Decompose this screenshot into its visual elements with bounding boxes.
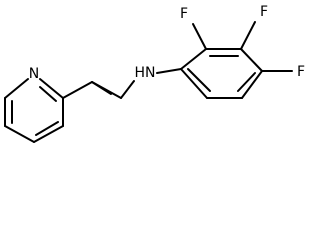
- aryl-bond-c6-c1: [180, 68, 208, 99]
- chemical-structure-diagram: N HN F F F: [4, 4, 305, 143]
- aryl-bond-c4-c5-inner: [237, 72, 256, 92]
- linker-bond-ring-ch2: [62, 81, 93, 99]
- amine-label: HN: [135, 65, 156, 81]
- pyridine-bond-c4-c5-inner: [35, 121, 59, 136]
- aryl-bond-c6-c1-inner: [187, 68, 211, 92]
- pyridine-ring: N: [4, 66, 64, 143]
- amine-group: HN: [120, 65, 182, 99]
- pyridine-bond-c6-n: [39, 78, 64, 99]
- pyridine-nitrogen-label: N: [29, 66, 39, 82]
- aryl-bond-c1-c2: [180, 48, 207, 70]
- fluorine-4-label: F: [297, 64, 305, 80]
- fluorine-3-bond: [240, 21, 256, 50]
- fluorine-2-bond: [192, 23, 207, 50]
- pyridine-bond-n-c2: [4, 78, 29, 99]
- aryl-bond-c3-c4: [240, 48, 263, 72]
- pyridine-bond-c6-n-inner: [39, 86, 57, 102]
- amine-bond-ch2: [120, 80, 135, 99]
- fluorine-2-label: F: [180, 6, 188, 22]
- pyridine-bond-c4-c5: [33, 125, 64, 143]
- fluorine-3-label: F: [260, 4, 268, 20]
- methylene-linker: [62, 81, 122, 99]
- aryl-bond-c4-c5: [241, 70, 263, 99]
- linker-bond-ch2-nh-2: [91, 81, 122, 99]
- pyridine-bond-c3-c4: [4, 125, 35, 143]
- trifluorophenyl-ring: F F F: [180, 4, 305, 99]
- amine-bond-aryl: [156, 68, 182, 74]
